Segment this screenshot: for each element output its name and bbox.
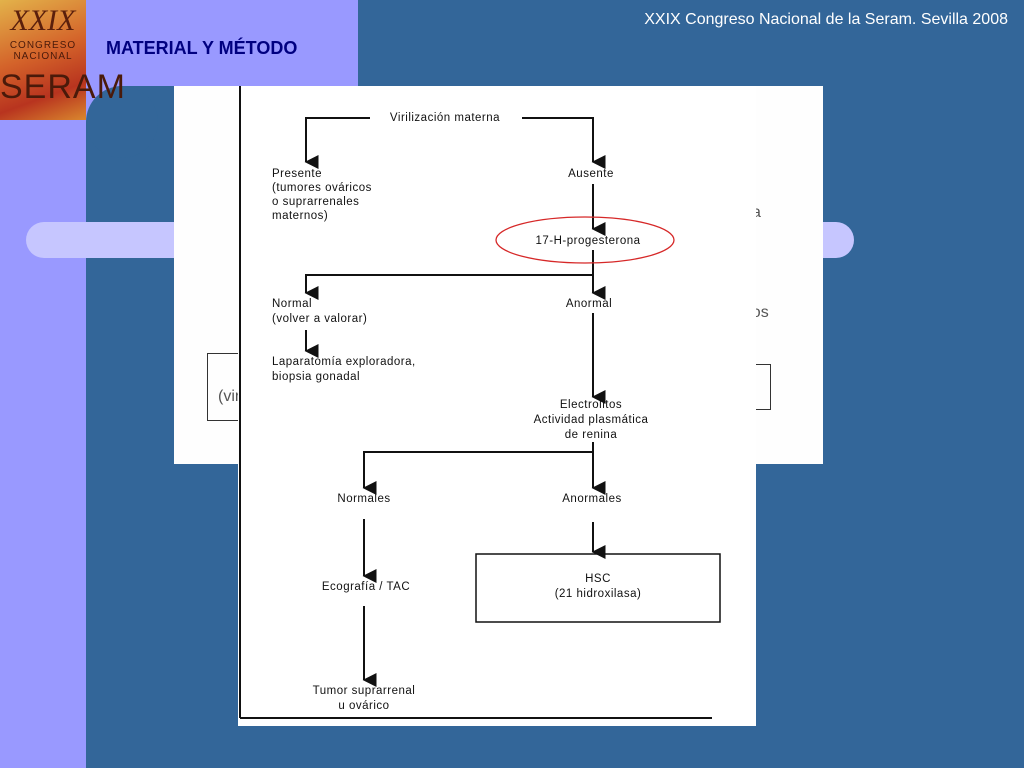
- seram-logo: XXIX CONGRESO NACIONAL SERAM: [0, 0, 126, 120]
- node-electrolytes-3: de renina: [565, 429, 618, 441]
- title-panel: [86, 0, 358, 86]
- node-laparotomy-2: biopsia gonadal: [272, 371, 360, 383]
- arrow-to-normal: [304, 250, 594, 300]
- node-tumor-2: u ovárico: [338, 700, 389, 712]
- node-present-2: (tumores ováricos: [272, 182, 372, 194]
- node-root: Virilización materna: [390, 112, 500, 124]
- slide-title: MATERIAL Y MÉTODO: [106, 38, 298, 58]
- node-imaging: Ecografía / TAC: [322, 581, 410, 593]
- bg-bracket-left: [207, 353, 244, 421]
- logo-subtitle-line2: NACIONAL: [13, 51, 73, 62]
- node-normales: Normales: [337, 493, 390, 505]
- logo-roman: XXIX: [10, 4, 76, 37]
- highlight-ellipse: [495, 216, 675, 264]
- node-tumor-1: Tumor suprarrenal: [313, 685, 416, 697]
- node-hsc-2: (21 hidroxilasa): [555, 588, 642, 600]
- bg-fragment-c: (vir: [218, 388, 241, 405]
- node-normal-1: Normal: [272, 298, 312, 310]
- flowchart-scan: Virilización materna Presente (tumores o…: [238, 86, 756, 726]
- logo-subtitle-line1: CONGRESO: [9, 40, 77, 51]
- conference-header: XXIX Congreso Nacional de la Seram. Sevi…: [644, 11, 1008, 28]
- left-accent-band: [0, 0, 86, 768]
- node-laparotomy-1: Laparatomía exploradora,: [272, 356, 416, 368]
- arrow-to-absent: [522, 117, 606, 169]
- arrow-to-present: [304, 117, 370, 169]
- logo-name: SERAM: [0, 68, 126, 106]
- logo-subtitle: CONGRESO NACIONAL: [0, 40, 86, 62]
- node-hormone: 17-H-progesterona: [535, 235, 640, 247]
- node-abnormal: Anormal: [566, 298, 612, 310]
- node-electrolytes-1: Electrolitos: [560, 399, 622, 411]
- hsc-box: [475, 553, 721, 623]
- node-present-3: o suprarrenales: [272, 196, 359, 208]
- node-hsc-1: HSC: [585, 573, 611, 585]
- bg-bracket-right: [754, 364, 771, 410]
- node-electrolytes-2: Actividad plasmática: [534, 414, 649, 426]
- node-anormales: Anormales: [562, 493, 621, 505]
- panel-corner: [86, 86, 158, 158]
- node-present-4: maternos): [272, 210, 328, 222]
- bg-fragment-a: a: [752, 204, 761, 221]
- flowchart-svg: Virilización materna Presente (tumores o…: [239, 86, 721, 719]
- node-absent: Ausente: [568, 168, 614, 180]
- node-present-1: Presente: [272, 168, 322, 180]
- node-normal-2: (volver a valorar): [272, 313, 367, 325]
- arrow-to-normales: [362, 442, 594, 495]
